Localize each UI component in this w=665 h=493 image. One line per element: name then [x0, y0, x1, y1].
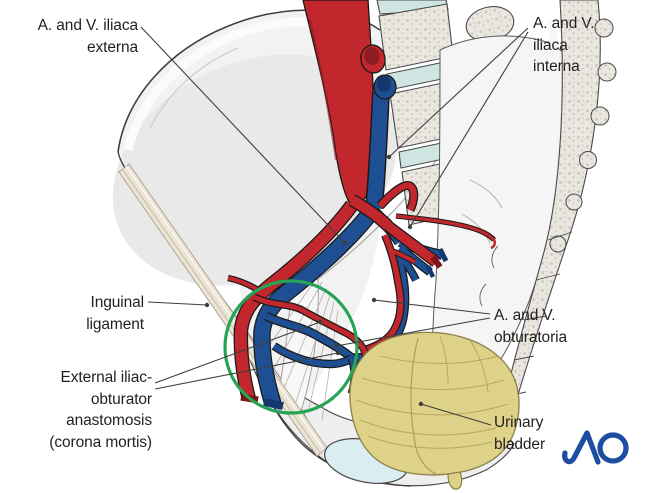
leader-urinary-bladder [418, 401, 492, 426]
label-anastomosis: External iliac- obturator anastomosis (c… [2, 367, 152, 453]
leader-lines [140, 26, 529, 426]
leader-inguinal-ligament [147, 301, 210, 308]
leader-obturatoria [333, 297, 491, 349]
common-iliac-vein [365, 91, 390, 209]
highlight-circle [223, 279, 359, 415]
label-line: Inguinal [90, 294, 145, 311]
vessel-stumps [360, 44, 397, 100]
label-line: A. and V. [494, 307, 556, 324]
label-line: interna [533, 58, 580, 75]
label-line: External iliac- [60, 369, 152, 386]
label-line: externa [87, 38, 138, 56]
label-obturatoria: A. and V. obturatoria [494, 305, 567, 348]
label-line: A. and V. iliaca [37, 17, 138, 34]
label-line: Urinary [494, 414, 544, 431]
urinary-bladder-shape [349, 331, 520, 490]
label-line: A. and V. [533, 15, 595, 32]
label-line: (corona mortis) [49, 433, 152, 451]
label-line: iliaca [533, 36, 568, 54]
label-line: bladder [494, 435, 546, 453]
label-iliaca-interna: A. and V. iliaca interna [533, 13, 595, 78]
leader-iliaca-interna [386, 27, 529, 230]
leader-anastomosis [154, 319, 341, 390]
leader-iliaca-externa [140, 26, 348, 246]
label-line: obturator [90, 390, 152, 408]
label-urinary-bladder: Urinary bladder [494, 412, 545, 455]
label-inguinal-ligament: Inguinal ligament [14, 292, 144, 335]
internal-iliac-artery [348, 181, 497, 354]
label-iliaca-externa: A. and V. iliaca externa [8, 15, 138, 58]
label-line: ligament [86, 315, 144, 333]
label-line: obturatoria [494, 328, 568, 346]
label-line: anastomosis [66, 412, 152, 429]
ao-logo-icon [562, 430, 629, 465]
